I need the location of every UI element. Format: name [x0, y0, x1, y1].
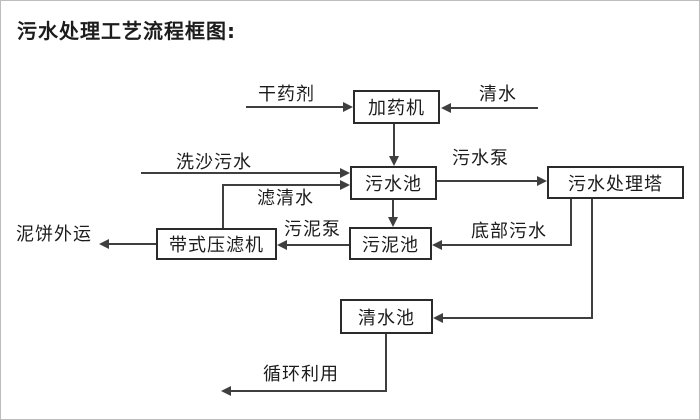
- edge-filtered-water-hline: [222, 184, 342, 186]
- flow-label-bottom-sewage: 底部污水: [471, 221, 547, 242]
- edge-dosing-to-sewage-line: [393, 124, 395, 158]
- arrow-left-icon: [433, 313, 443, 323]
- node-treatment-tower: 污水处理塔: [547, 166, 684, 199]
- arrow-left-icon: [221, 386, 231, 396]
- arrow-right-icon: [340, 168, 350, 178]
- edge-sewage-to-sludge-line: [392, 200, 394, 219]
- arrow-down-icon: [389, 156, 399, 166]
- arrow-right-icon: [340, 180, 350, 190]
- node-dosing-machine: 加药机: [353, 90, 440, 124]
- flow-label-sand-wash: 洗沙污水: [176, 152, 252, 173]
- edge-bottom-sewage-hline: [440, 244, 572, 246]
- edge-tower-to-clean-vline: [591, 199, 593, 319]
- arrow-right-icon: [537, 176, 547, 186]
- flow-label-recycle: 循环利用: [263, 364, 339, 385]
- arrow-left-icon: [277, 240, 287, 250]
- node-belt-filter-press: 带式压滤机: [156, 228, 277, 260]
- edge-sludge-pump-line: [285, 244, 349, 246]
- edge-recycle-hline: [229, 390, 387, 392]
- arrow-left-icon: [99, 239, 109, 249]
- arrow-left-icon: [441, 103, 451, 113]
- edge-recycle-vline: [385, 334, 387, 392]
- flow-label-sewage-pump: 污水泵: [452, 148, 509, 169]
- edge-bottom-sewage-vline: [570, 199, 572, 246]
- edge-tower-to-clean-hline: [441, 317, 593, 319]
- flow-label-filtered-water: 滤清水: [257, 188, 314, 209]
- flow-label-dry-chemical: 干药剂: [258, 84, 315, 105]
- edge-filtered-water-vline: [222, 184, 224, 228]
- node-sewage-pool: 污水池: [350, 166, 437, 200]
- edge-sand-wash-line: [141, 172, 342, 174]
- arrow-right-icon: [343, 102, 353, 112]
- flow-label-clean-water: 清水: [479, 84, 517, 105]
- flow-label-sludge-pump: 污泥泵: [284, 219, 341, 240]
- page-title: 污水处理工艺流程框图:: [17, 19, 236, 43]
- edge-sewage-pump-line: [437, 180, 539, 182]
- arrow-left-icon: [432, 240, 442, 250]
- flow-label-mud-cake: 泥饼外运: [16, 224, 92, 245]
- edge-mud-cake-line: [107, 243, 156, 245]
- node-clean-water-pool: 清水池: [340, 299, 433, 334]
- edge-clean-water-line: [449, 107, 538, 109]
- arrow-down-icon: [388, 217, 398, 227]
- edge-dry-chemical-line: [246, 106, 346, 108]
- node-sludge-pool: 污泥池: [349, 227, 432, 260]
